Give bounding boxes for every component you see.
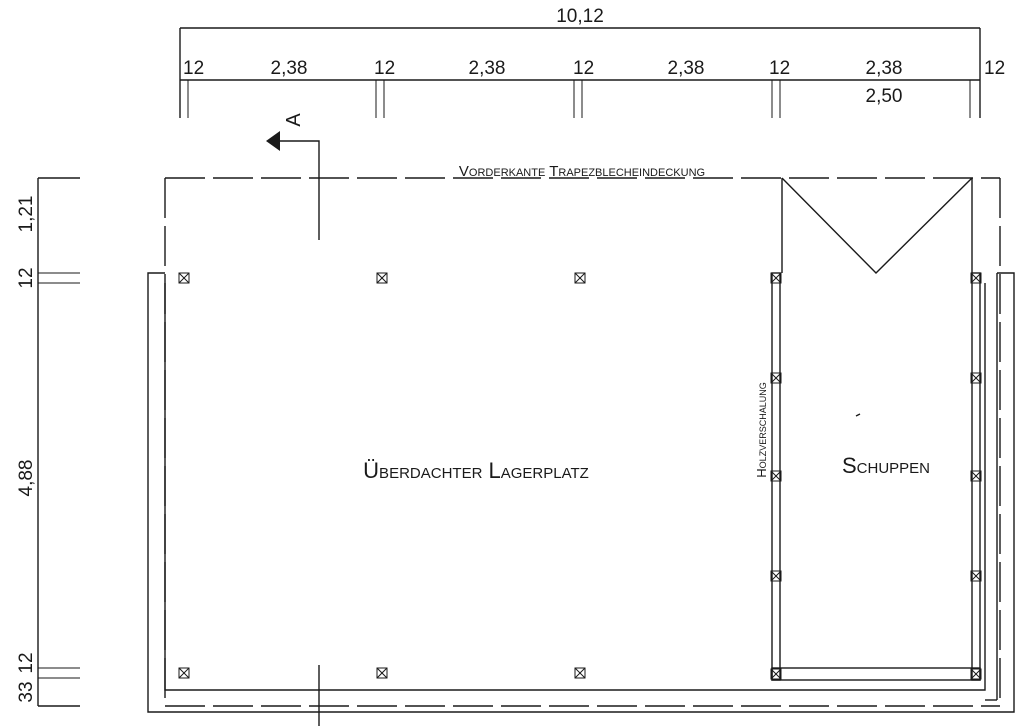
- shed-label: Schuppen: [842, 453, 930, 478]
- shed-post: [770, 668, 782, 680]
- column-post: [376, 272, 388, 284]
- left-dimension-chain: 1,21 12 4,88 12 33: [16, 177, 80, 707]
- shed-post: [970, 570, 982, 582]
- shed-post: [970, 272, 982, 284]
- shed-post: [770, 372, 782, 384]
- dim-seg: 12: [183, 58, 204, 79]
- column-post: [376, 667, 388, 679]
- foundation-outline: [147, 272, 1015, 713]
- top-dimension-chain: 10,12 12 2,38 12 2,38 12 2,38 12 2,38 12…: [179, 6, 1005, 118]
- column-post: [178, 272, 190, 284]
- storage-area-label: Überdachter Lagerplatz: [363, 458, 589, 483]
- dim-left: 4,88: [16, 460, 37, 497]
- dim-seg: 2,38: [271, 58, 308, 79]
- dim-left: 1,21: [16, 196, 37, 233]
- dim-seg: 12: [769, 58, 790, 79]
- shed-post: [770, 272, 782, 284]
- dim-overall: 10,12: [556, 6, 604, 27]
- shed-post: [770, 470, 782, 482]
- shed: [770, 177, 982, 681]
- shed-post: [970, 668, 982, 680]
- dim-left: 12: [16, 652, 37, 673]
- wood-cladding-label: Holzverschalung: [754, 382, 769, 477]
- column-post: [178, 667, 190, 679]
- shed-post: [970, 372, 982, 384]
- shed-post: [970, 470, 982, 482]
- dim-seg: 2,38: [668, 58, 705, 79]
- shed-post: [770, 570, 782, 582]
- column-post: [574, 272, 586, 284]
- front-edge-label: Vorderkante Trapezblecheindeckung: [459, 163, 705, 180]
- dim-seg: 2,38: [866, 58, 903, 79]
- section-marker-label: A: [283, 113, 305, 127]
- dim-extra: 2,50: [866, 86, 903, 107]
- column-post: [574, 667, 586, 679]
- columns: [178, 272, 586, 679]
- dim-seg: 2,38: [469, 58, 506, 79]
- dim-seg: 12: [573, 58, 594, 79]
- section-marker-a: A: [266, 113, 320, 726]
- roof-outline: [164, 177, 1001, 707]
- dim-seg: 12: [374, 58, 395, 79]
- dim-left: 12: [16, 267, 37, 288]
- dim-left: 33: [16, 681, 37, 702]
- dim-seg: 12: [984, 58, 1005, 79]
